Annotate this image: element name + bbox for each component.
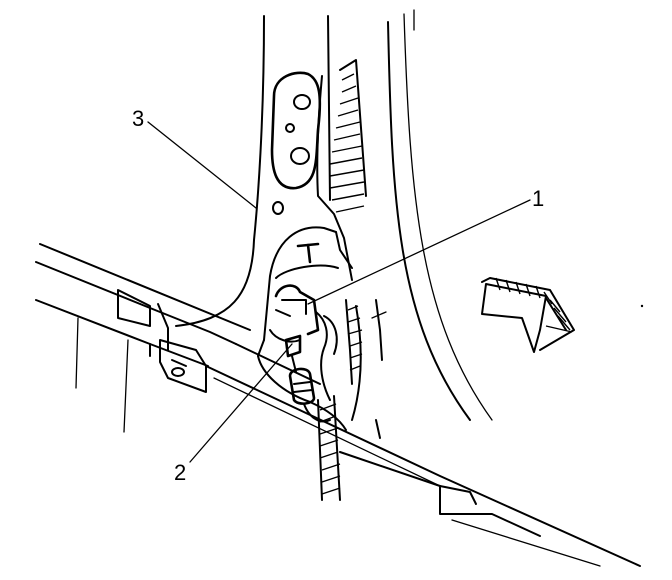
callout-1: 1 [532,186,544,211]
wire-connector [284,311,338,423]
leader-line-3 [147,121,257,209]
rocker-panel [35,243,251,433]
leader-line-1 [307,199,531,305]
front-direction-arrow [481,277,575,353]
retainer-clip [269,284,320,343]
leader-line-2 [189,343,293,463]
pillar-body [175,9,493,431]
weatherstrip-seal [316,59,387,501]
speck [640,304,644,308]
callout-2: 2 [174,460,186,485]
leader-lines [147,121,531,463]
callout-3: 3 [132,106,144,131]
